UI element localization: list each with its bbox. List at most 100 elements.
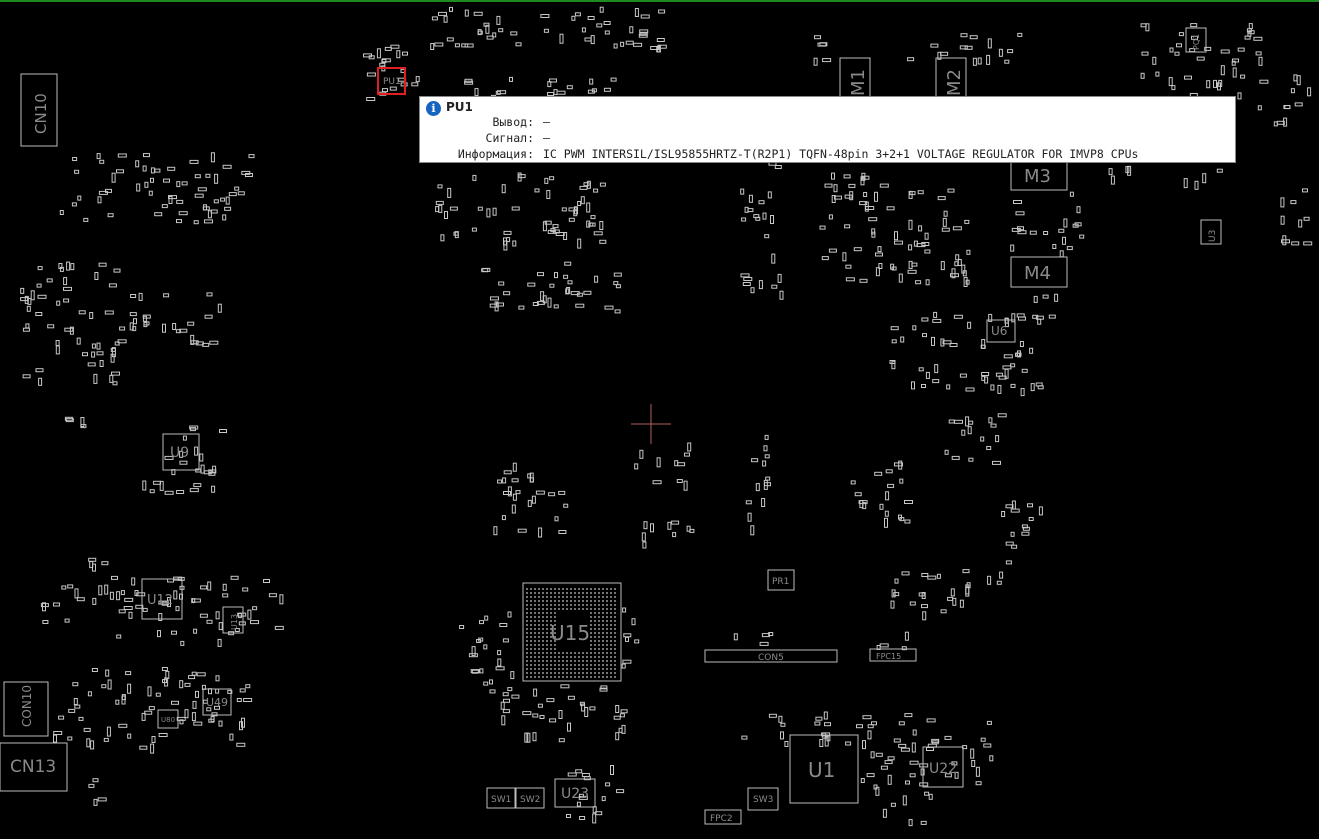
- bga-ball: [606, 676, 608, 678]
- component-cn13[interactable]: CN13: [0, 742, 68, 792]
- component-m4[interactable]: M4: [1010, 256, 1068, 288]
- component-pu1[interactable]: PU1: [377, 67, 406, 95]
- component-pq1[interactable]: PQ1: [1185, 27, 1207, 53]
- tooltip-title: PU1: [446, 100, 473, 114]
- bga-ball: [578, 652, 580, 654]
- component-u12[interactable]: U12: [141, 578, 183, 620]
- bga-ball: [594, 612, 596, 614]
- bga-ball: [582, 672, 584, 674]
- bga-ball: [566, 604, 568, 606]
- bga-ball: [566, 664, 568, 666]
- component-m1[interactable]: M1: [839, 57, 871, 99]
- smd-pad: [56, 300, 61, 306]
- smd-pad: [381, 59, 387, 63]
- smd-pad: [483, 644, 488, 650]
- bga-ball: [598, 596, 600, 598]
- smd-pad: [245, 173, 253, 177]
- component-sw2[interactable]: SW2: [515, 787, 545, 809]
- component-fpc15[interactable]: FPC15: [869, 648, 917, 662]
- bga-ball: [546, 636, 548, 638]
- smd-pad: [106, 726, 111, 737]
- component-pr1[interactable]: PR1: [767, 569, 795, 591]
- bga-ball: [562, 672, 564, 674]
- smd-pad: [390, 44, 400, 49]
- smd-pad: [625, 40, 634, 45]
- u12-label: U12: [147, 593, 173, 608]
- component-u80[interactable]: U80: [157, 709, 179, 729]
- component-fpc2[interactable]: FPC2: [704, 809, 742, 825]
- component-m2[interactable]: M2: [935, 57, 967, 99]
- bga-ball: [606, 648, 608, 650]
- component-u22[interactable]: U22: [922, 746, 964, 788]
- smd-pad: [1011, 544, 1018, 549]
- smd-pad: [138, 292, 143, 301]
- smd-pad: [1202, 173, 1207, 184]
- bga-ball: [538, 620, 540, 622]
- bga-ball: [550, 612, 552, 614]
- component-u15[interactable]: U15: [522, 582, 622, 682]
- bga-ball: [594, 644, 596, 646]
- bga-ball: [582, 668, 584, 670]
- smd-pad: [26, 305, 31, 312]
- smd-pad: [981, 339, 986, 349]
- component-cn10-bottom[interactable]: CON10: [3, 681, 49, 737]
- bga-ball: [602, 672, 604, 674]
- smd-pad: [578, 793, 584, 798]
- smd-pad: [532, 732, 537, 742]
- smd-pad: [758, 280, 763, 290]
- smd-pad: [118, 723, 128, 728]
- bga-ball: [542, 648, 544, 650]
- bga-ball: [602, 624, 604, 626]
- component-m3[interactable]: M3: [1010, 161, 1068, 191]
- component-sw3[interactable]: SW3: [747, 787, 779, 811]
- component-u23[interactable]: U23: [554, 778, 596, 808]
- bga-ball: [590, 644, 592, 646]
- component-cn10-top[interactable]: CN10: [20, 73, 58, 147]
- component-u6[interactable]: U6: [986, 319, 1016, 343]
- component-u1[interactable]: U1: [789, 734, 859, 804]
- component-u3[interactable]: U3: [1200, 219, 1222, 245]
- smd-pad: [1027, 503, 1033, 508]
- smd-pad: [479, 620, 484, 625]
- smd-pad: [613, 715, 621, 720]
- smd-pad: [77, 195, 82, 201]
- smd-pad: [879, 183, 889, 188]
- smd-pad: [88, 557, 97, 562]
- component-sw1[interactable]: SW1: [486, 787, 516, 809]
- component-u13[interactable]: U13: [222, 606, 244, 634]
- u15-label: U15: [550, 621, 590, 645]
- smd-pad: [454, 231, 459, 239]
- smd-pad: [93, 798, 98, 806]
- smd-pad: [1280, 215, 1285, 225]
- smd-pad: [70, 263, 75, 271]
- bga-ball: [614, 616, 616, 618]
- smd-pad: [784, 741, 789, 747]
- bga-ball: [590, 672, 592, 674]
- smd-pad: [534, 188, 540, 193]
- smd-pad: [771, 253, 776, 264]
- component-con5[interactable]: CON5: [704, 649, 838, 663]
- smd-pad: [200, 585, 208, 590]
- bga-ball: [554, 668, 556, 670]
- bga-ball: [598, 588, 600, 590]
- smd-pad: [1010, 244, 1015, 252]
- smd-pad: [875, 252, 883, 257]
- smd-pad: [96, 342, 101, 350]
- smd-pad: [599, 182, 606, 187]
- component-u49[interactable]: U49: [202, 688, 232, 716]
- bga-ball: [598, 628, 600, 630]
- bga-ball: [594, 628, 596, 630]
- smd-pad: [676, 479, 683, 483]
- smd-pad: [610, 765, 614, 775]
- smd-pad: [621, 724, 626, 734]
- smd-pad: [583, 182, 590, 187]
- smd-pad: [164, 455, 174, 460]
- smd-pad: [507, 687, 513, 692]
- smd-pad: [242, 587, 249, 592]
- smd-pad: [949, 343, 958, 347]
- smd-pad: [94, 272, 99, 280]
- component-u9[interactable]: U9: [162, 433, 200, 471]
- smd-pad: [1206, 80, 1211, 89]
- bga-ball: [530, 668, 532, 670]
